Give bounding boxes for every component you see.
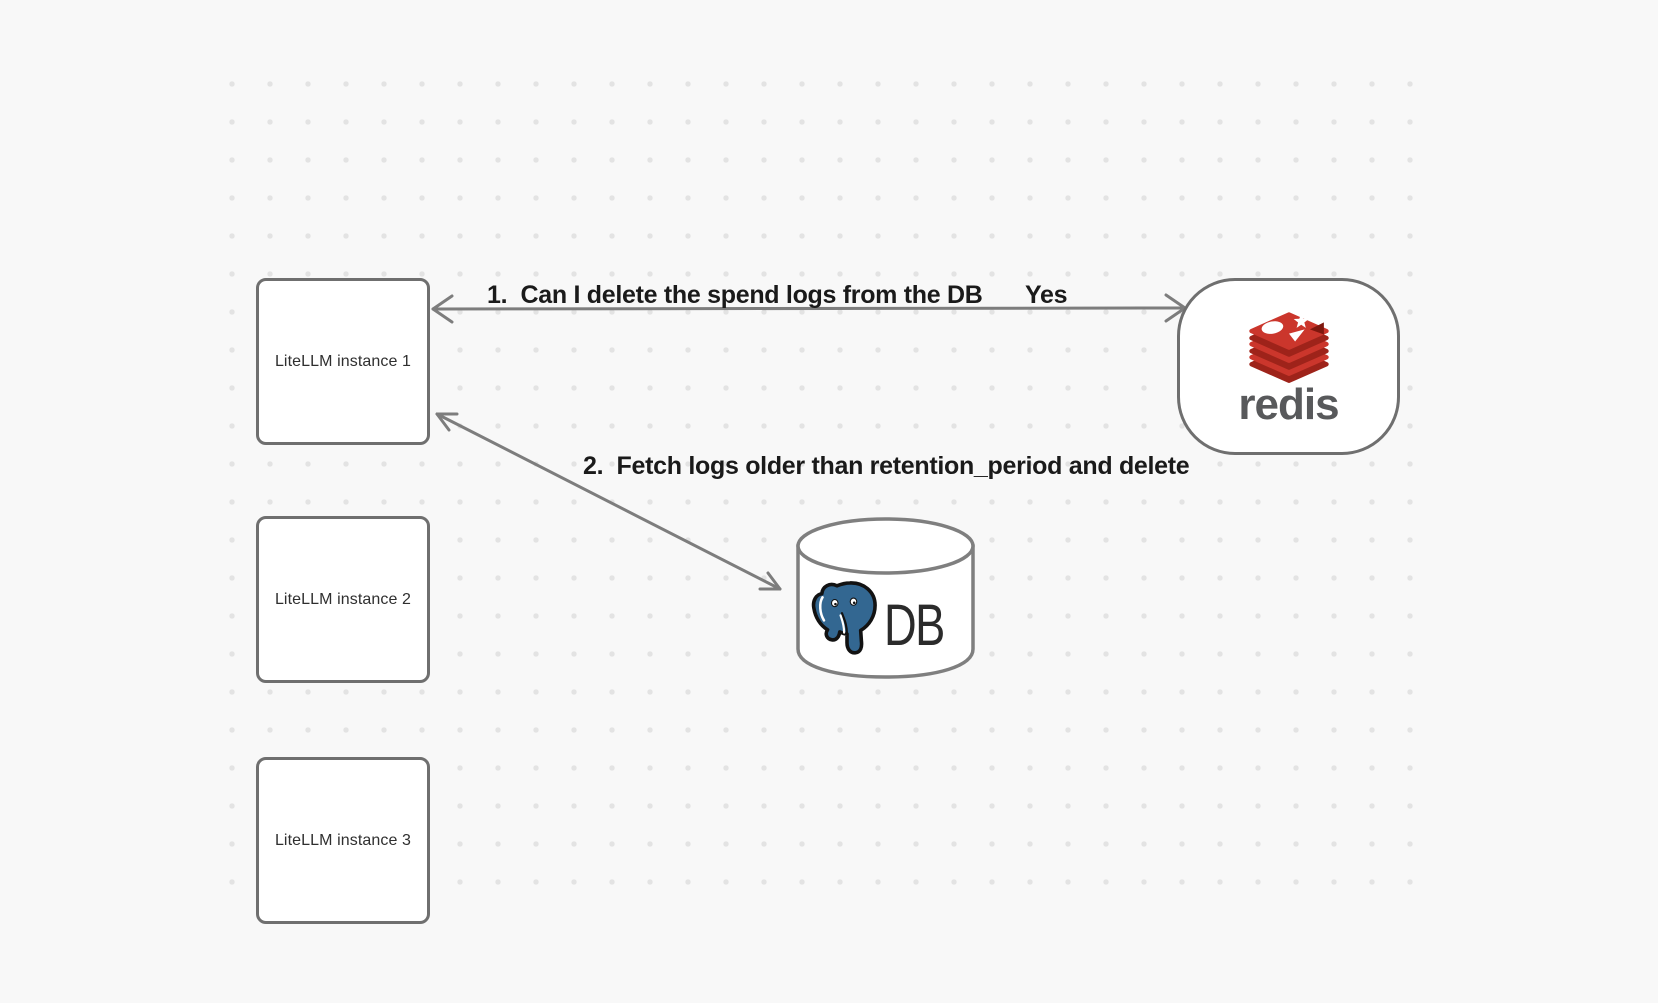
arrowhead-down-icon (758, 571, 782, 591)
postgresql-elephant (811, 580, 883, 655)
database-cylinder-top (796, 517, 975, 575)
edge-redis-query-label[interactable]: 1. Can I delete the spend logs from the … (487, 281, 983, 309)
node-litellm-instance-3[interactable]: LiteLLM instance 3 (256, 757, 430, 924)
node-litellm-instance-2[interactable]: LiteLLM instance 2 (256, 516, 430, 683)
node-redis[interactable]: redis (1177, 278, 1400, 455)
node-litellm-instance-1-label: LiteLLM instance 1 (274, 352, 412, 370)
database-cylinder-body[interactable] (796, 544, 975, 679)
edge-db-fetch-label[interactable]: 2. Fetch logs older than retention_perio… (583, 452, 1190, 480)
arrowhead-up-icon (435, 412, 459, 432)
edge-db-fetch-line[interactable] (435, 412, 782, 591)
node-litellm-instance-3-label: LiteLLM instance 3 (274, 831, 412, 849)
edge-redis-query-line[interactable] (431, 306, 1187, 311)
db-label: DB (884, 593, 945, 658)
redis-logo-icon (1248, 312, 1329, 383)
edge-redis-query-response[interactable]: Yes (1025, 281, 1068, 309)
node-litellm-instance-1[interactable]: LiteLLM instance 1 (256, 278, 430, 445)
arrowhead-left-icon (431, 294, 454, 324)
node-database[interactable] (796, 517, 975, 679)
node-litellm-instance-2-label: LiteLLM instance 2 (274, 590, 412, 608)
edge-db-fetch[interactable] (435, 412, 782, 591)
postgresql-elephant-icon (811, 581, 877, 655)
redis-wordmark: redis (1238, 380, 1339, 429)
